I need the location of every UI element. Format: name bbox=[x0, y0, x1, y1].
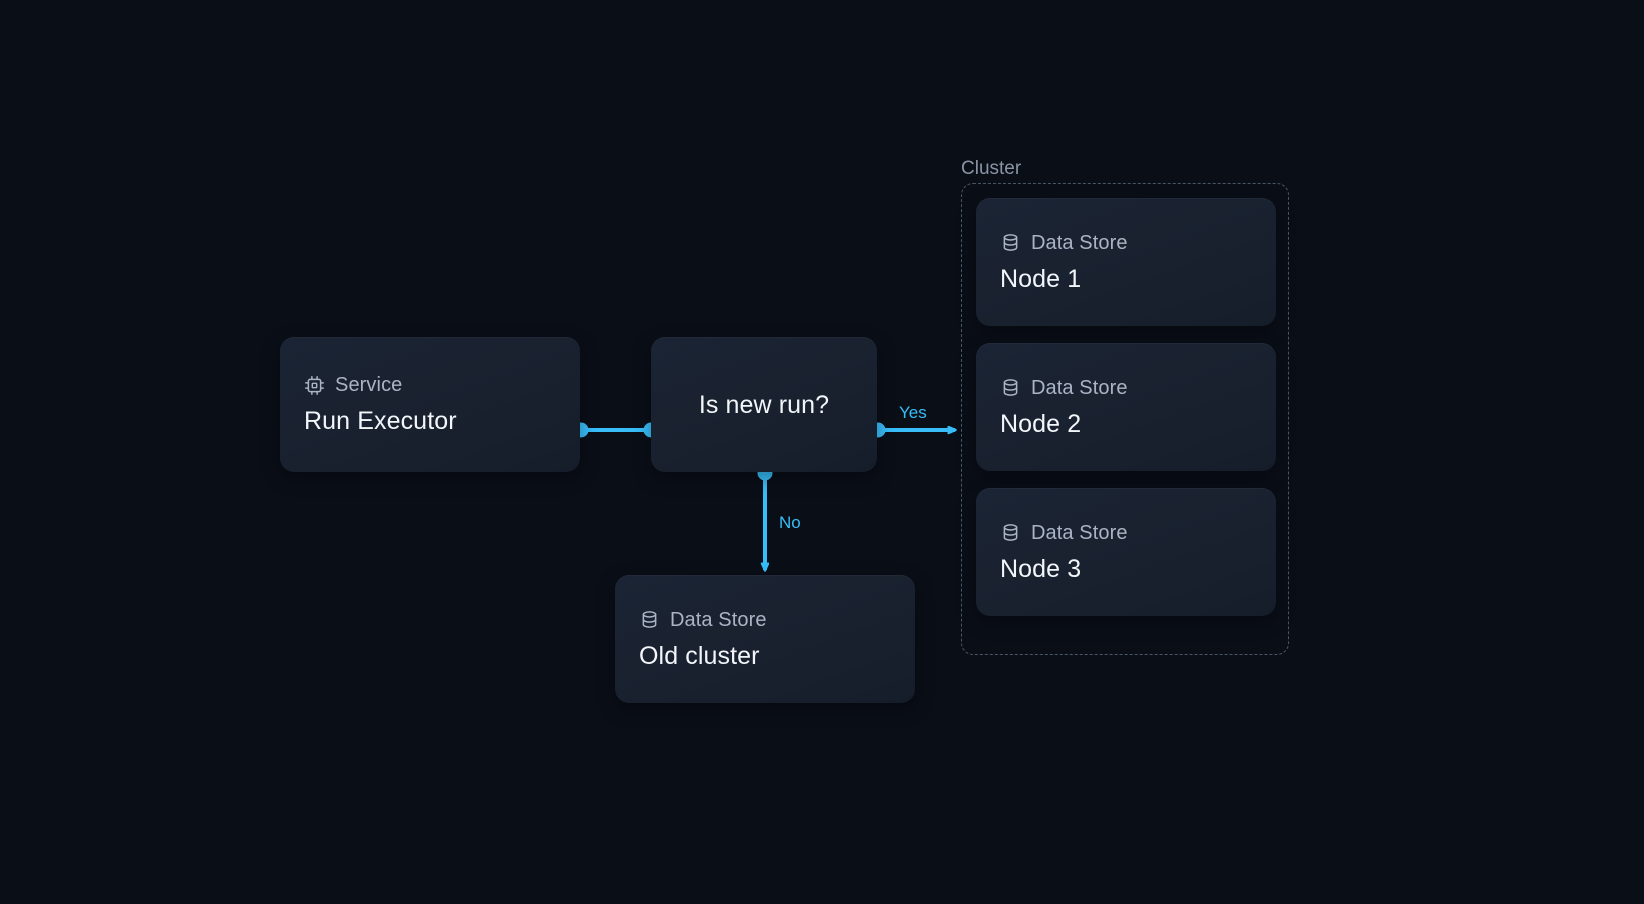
node-kind-label: Data Store bbox=[1031, 376, 1128, 399]
database-icon bbox=[1000, 232, 1021, 253]
edge-label-yes: Yes bbox=[899, 403, 927, 422]
node-data-store-3[interactable]: Data Store Node 3 bbox=[976, 488, 1276, 616]
node-title: Node 3 bbox=[1000, 554, 1082, 583]
database-icon bbox=[1000, 522, 1021, 543]
node-kind-row: Data Store bbox=[1000, 376, 1252, 400]
node-is-new-run[interactable]: Is new run? bbox=[651, 337, 877, 472]
node-data-store-1[interactable]: Data Store Node 1 bbox=[976, 198, 1276, 326]
edge-decision-yes bbox=[870, 422, 956, 438]
edge-label-no: No bbox=[779, 513, 801, 532]
group-box-cluster bbox=[961, 183, 1289, 655]
node-title: Old cluster bbox=[639, 641, 760, 670]
node-kind-label: Data Store bbox=[1031, 521, 1128, 544]
group-label-cluster: Cluster bbox=[961, 158, 1022, 179]
node-title: Node 1 bbox=[1000, 264, 1082, 293]
node-data-store-2[interactable]: Data Store Node 2 bbox=[976, 343, 1276, 471]
decision-title: Is new run? bbox=[698, 390, 830, 419]
node-title: Node 2 bbox=[1000, 409, 1082, 438]
node-kind-row: Data Store bbox=[639, 608, 891, 632]
node-kind-row: Service bbox=[304, 373, 556, 397]
cpu-icon bbox=[304, 375, 325, 396]
edge-service-to-decision bbox=[573, 422, 659, 438]
node-kind-label: Service bbox=[335, 374, 403, 396]
database-icon bbox=[639, 609, 660, 630]
node-kind-row: Data Store bbox=[1000, 231, 1252, 255]
node-title: Run Executor bbox=[304, 407, 457, 435]
node-kind-label: Data Store bbox=[670, 608, 767, 631]
node-run-executor[interactable]: Service Run Executor bbox=[280, 337, 580, 472]
edge-decision-no bbox=[757, 465, 773, 571]
node-old-cluster[interactable]: Data Store Old cluster bbox=[615, 575, 915, 703]
database-icon bbox=[1000, 377, 1021, 398]
node-kind-row: Data Store bbox=[1000, 521, 1252, 545]
node-kind-label: Data Store bbox=[1031, 231, 1128, 254]
